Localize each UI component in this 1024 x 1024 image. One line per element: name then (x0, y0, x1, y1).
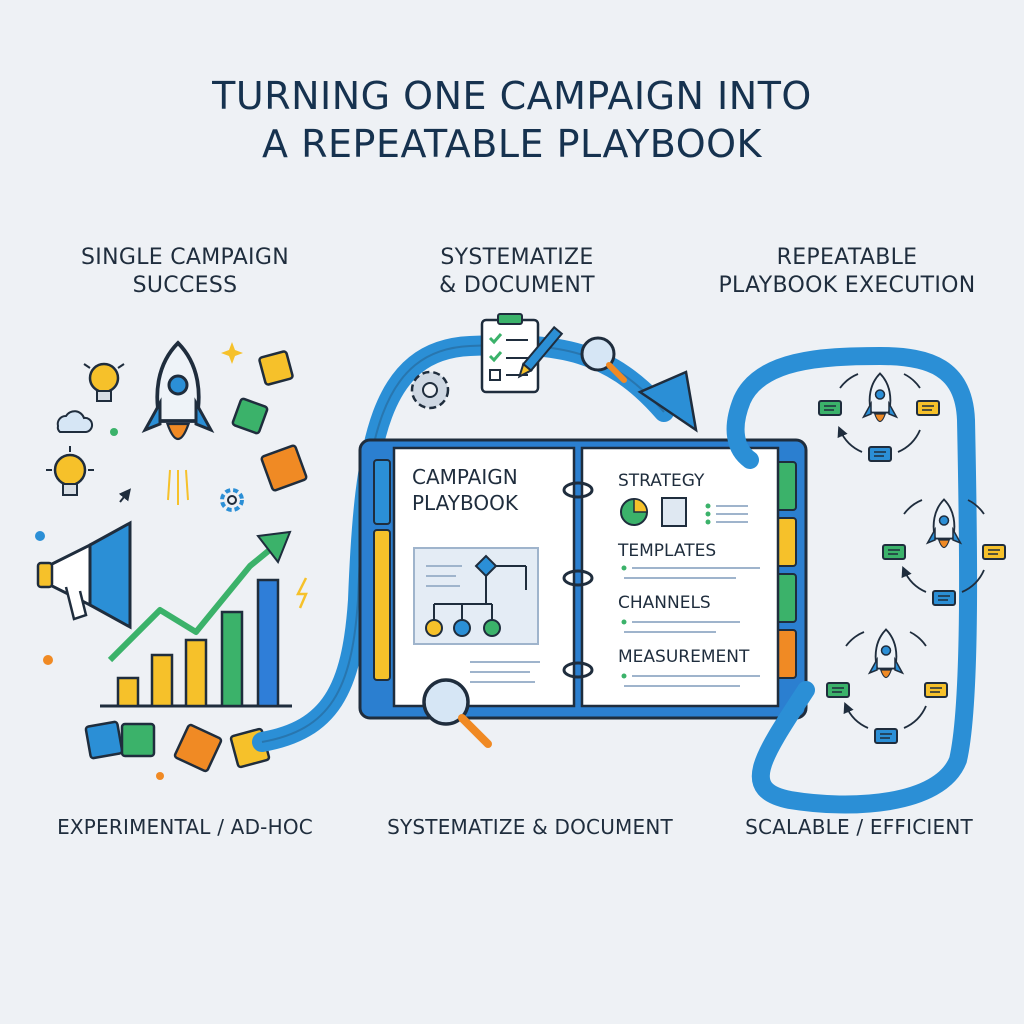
puzzle-piece-icon (258, 350, 294, 386)
document-icon (661, 497, 687, 527)
stage-2-heading-line-2: & DOCUMENT (439, 273, 595, 298)
title-line-2: A REPEATABLE PLAYBOOK (262, 122, 762, 166)
cycle-arrows-icon (846, 631, 927, 729)
rocket-icon (143, 341, 213, 441)
playbook-section-measurement: MEASUREMENT (618, 647, 750, 667)
stage-1-heading-line-2: SUCCESS (132, 273, 238, 298)
cycle-arrows-icon (904, 499, 985, 593)
stage-1-illustration (35, 341, 308, 780)
execution-cycle-1 (818, 372, 940, 462)
cycle-arrows-icon (840, 373, 921, 453)
puzzle-piece-icon (120, 722, 156, 758)
execution-cycle-3 (826, 628, 948, 744)
puzzle-piece-icon (173, 723, 223, 773)
magnifying-glass-icon (580, 336, 627, 383)
playbook-section-strategy: STRATEGY (618, 471, 705, 491)
clipboard-checklist-icon (480, 313, 540, 394)
lightbulb-icon (83, 362, 125, 402)
puzzle-piece-icon (231, 397, 269, 435)
rocket-icon (868, 628, 904, 679)
flowchart-icon (413, 547, 539, 645)
pencil-icon (517, 325, 564, 379)
stage-3-heading: REPEATABLE PLAYBOOK EXECUTION (690, 244, 1004, 300)
stage-1-footer: EXPERIMENTAL / AD-HOC (57, 815, 313, 839)
puzzle-piece-icon (260, 444, 308, 492)
playbook-section-templates: TEMPLATES (617, 541, 716, 561)
stage-3-footer: SCALABLE / EFFICIENT (745, 815, 973, 839)
rocket-icon (862, 372, 898, 423)
title-line-1: TURNING ONE CAMPAIGN INTO (212, 74, 812, 118)
gear-icon (410, 370, 450, 410)
stage-2-footer: SYSTEMATIZE & DOCUMENT (387, 815, 673, 839)
puzzle-piece-icon (84, 720, 124, 760)
rocket-icon (926, 498, 962, 549)
playbook-cover-line-2: PLAYBOOK (412, 491, 519, 515)
flow-arrow-1 (252, 335, 674, 752)
playbook-section-channels: CHANNELS (618, 593, 711, 613)
lightbulb-icon (46, 446, 94, 496)
cloud-icon (56, 410, 94, 433)
binder-rings (562, 481, 594, 679)
stage-2-heading-line-1: SYSTEMATIZE (440, 245, 594, 270)
megaphone-icon (36, 520, 132, 630)
gear-icon (220, 488, 244, 512)
magnifying-glass-icon (422, 678, 492, 748)
flow-loop (726, 346, 978, 814)
playbook-binder: CAMPAIGN PLAYBOOK STRATEGY (358, 438, 808, 720)
page-title: TURNING ONE CAMPAIGN INTO A REPEATABLE P… (0, 72, 1024, 168)
stage-2-heading: SYSTEMATIZE & DOCUMENT (372, 244, 662, 300)
stage-1-heading: SINGLE CAMPAIGN SUCCESS (40, 244, 330, 300)
stage-1-heading-line-1: SINGLE CAMPAIGN (81, 245, 289, 270)
flow-arrow-1-head (637, 370, 698, 433)
growth-chart-icon (100, 530, 292, 708)
execution-cycle-2 (882, 498, 1006, 606)
pie-chart-icon (620, 498, 648, 526)
playbook-cover-line-1: CAMPAIGN (412, 465, 518, 489)
stage-3-heading-line-2: PLAYBOOK EXECUTION (718, 273, 976, 298)
stage-3-heading-line-1: REPEATABLE (776, 245, 918, 270)
